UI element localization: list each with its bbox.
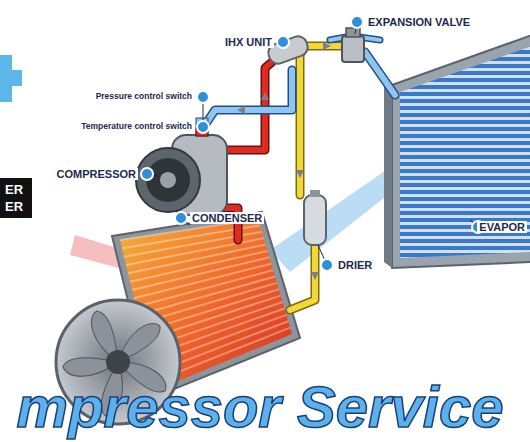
- callout-dot: [175, 212, 187, 224]
- component-label: IHX UNIT: [223, 36, 274, 48]
- logo-box: [0, 178, 32, 218]
- component-label: EXPANSION VALVE: [366, 16, 472, 28]
- logo-cross: [0, 55, 22, 102]
- drier: [304, 190, 326, 245]
- component-label: DRIER: [336, 259, 374, 271]
- evaporator: [384, 35, 530, 268]
- callout-dot: [277, 36, 289, 48]
- banner-title: mpressor Service: [17, 378, 504, 436]
- logo-text: ER: [3, 183, 25, 197]
- component-label: CONDENSER: [190, 212, 264, 224]
- expansion-valve: [342, 28, 364, 62]
- logo-text: ER: [3, 200, 25, 214]
- callout-dot: [351, 16, 363, 28]
- refrigerant-pipes: [205, 36, 395, 310]
- callout-dot: [141, 168, 153, 180]
- callout-dots: [141, 16, 484, 271]
- flow-arrows: [237, 42, 331, 280]
- compressor: [136, 118, 227, 215]
- component-label: Temperature control switch: [79, 122, 194, 131]
- component-label: Pressure control switch: [94, 92, 194, 101]
- component-label: EVAPOR: [477, 221, 527, 233]
- component-label: COMPRESSOR: [55, 168, 138, 180]
- callout-dot: [197, 121, 209, 133]
- callout-dot: [197, 91, 209, 103]
- callout-dot: [321, 259, 333, 271]
